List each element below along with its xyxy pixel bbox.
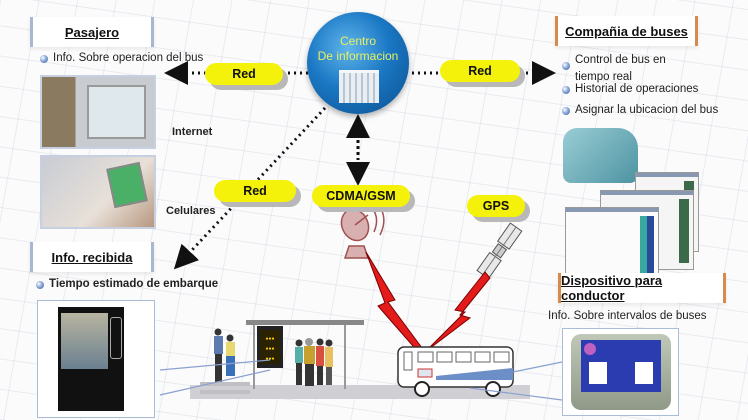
gps-pill: GPS (467, 195, 525, 217)
company-bullet-1-line2: tiempo real (575, 71, 632, 83)
building-icon (339, 70, 379, 103)
company-bullet-2-text: Historial de operaciones (575, 83, 699, 95)
company-title: Compañia de buses (565, 23, 688, 39)
passenger-title: Pasajero (64, 24, 120, 40)
svg-text:●●●: ●●● (265, 336, 274, 342)
driver-device-bullet-text: Info. Sobre intervalos de buses (548, 310, 707, 322)
svg-text:●●●: ●●● (265, 346, 274, 352)
received-bullet: Tiempo estimado de embarque (36, 278, 218, 290)
company-bullet-3-text: Asignar la ubicacion del bus (575, 104, 719, 116)
hub-title-line2: De informacion (317, 49, 399, 63)
passenger-header: Pasajero (30, 17, 154, 47)
passenger-bullet-text: Info. Sobre operacion del bus (53, 52, 204, 64)
company-bullet-2: Historial de operaciones (562, 83, 698, 95)
driver-device-frame (562, 328, 679, 416)
company-header: Compañia de buses (555, 16, 698, 46)
lightning-cdma-icon (365, 251, 426, 355)
bullet-icon (562, 86, 570, 94)
satellite-dish-icon (340, 202, 385, 259)
company-bullet-3: Asignar la ubicacion del bus (562, 104, 718, 116)
received-bullet-text: Tiempo estimado de embarque (49, 278, 219, 290)
cdma-gsm-pill: CDMA/GSM (312, 185, 410, 207)
network-pill-lower: Red (214, 180, 296, 202)
received-info-header: Info. recibida (30, 242, 154, 272)
kiosk-display-image (58, 307, 124, 411)
bullet-icon (562, 107, 570, 115)
bus-3d-image (563, 128, 638, 183)
passengers-icon (214, 328, 333, 386)
mobile-label: Celulares (166, 205, 216, 217)
driver-device-image (571, 334, 671, 410)
bullet-icon (36, 281, 44, 289)
svg-text:●●●: ●●● (265, 356, 274, 362)
gps-satellite-icon (476, 222, 523, 280)
bus-icon (397, 346, 514, 397)
bullet-icon (562, 62, 570, 70)
driver-device-header: Dispositivo para conductor (558, 273, 726, 303)
kiosk-frame (37, 300, 155, 418)
passenger-bullet: Info. Sobre operacion del bus (40, 52, 203, 64)
company-bullet-1: Control de bus en tiempo real (562, 52, 666, 86)
driver-device-bullet: Info. Sobre intervalos de buses (548, 310, 707, 322)
internet-screenshot-image (40, 75, 156, 149)
bullet-icon (40, 55, 48, 63)
hub-title-line1: Centro (339, 34, 377, 48)
driver-device-title: Dispositivo para conductor (561, 273, 663, 303)
company-bullet-1-line1: Control de bus en (575, 54, 666, 66)
lightning-gps-icon (424, 271, 491, 353)
internet-label: Internet (172, 126, 213, 138)
network-pill-right: Red (440, 60, 520, 82)
mobile-phone-image (40, 155, 156, 229)
information-center-hub: Centro De informacion (307, 12, 409, 114)
network-pill-left: Red (205, 63, 283, 85)
received-info-title: Info. recibida (51, 249, 133, 265)
